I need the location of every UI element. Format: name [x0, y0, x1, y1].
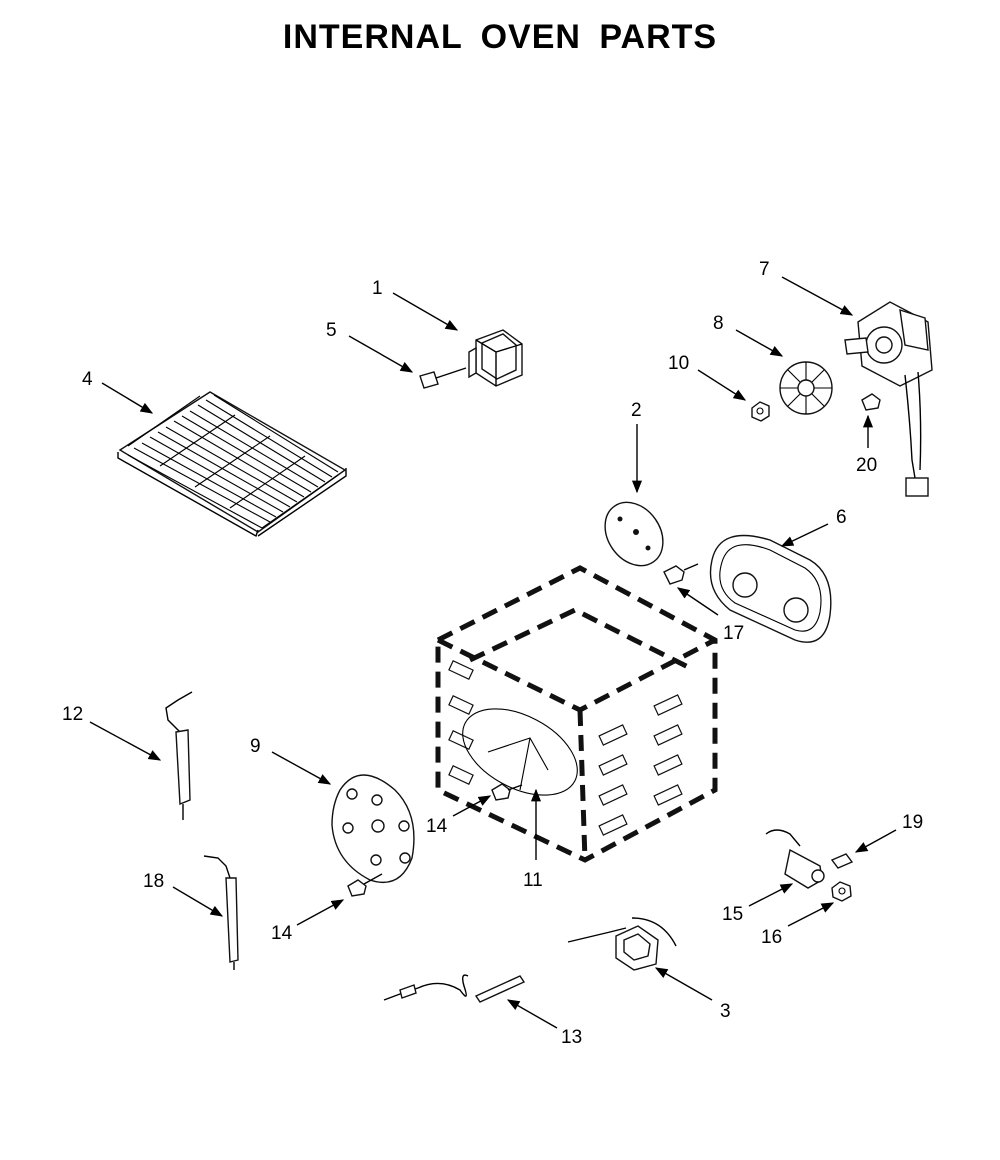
- nut-part-10: [751, 401, 770, 422]
- callout-4: 4: [82, 369, 93, 390]
- callout-labels: 1 2 3 4 5 6 7 8 9 10 11 12 13 14 14 15 1…: [62, 259, 923, 1048]
- bracket-part: [468, 329, 523, 387]
- round-cover-plate: [604, 501, 664, 567]
- convection-fan-blade: [779, 361, 833, 415]
- round-plate-with-holes: [331, 774, 415, 884]
- callout-14-upper: 14: [426, 816, 448, 837]
- nut-part-16: [831, 881, 852, 902]
- heating-element-12: [165, 691, 193, 820]
- oven-cavity: [435, 565, 718, 863]
- component-part-3: [567, 917, 677, 971]
- screw-part-5: [419, 367, 467, 389]
- callout-2: 2: [631, 400, 642, 421]
- callout-16: 16: [761, 927, 782, 948]
- heating-element-18: [203, 855, 239, 970]
- callout-12: 12: [62, 704, 83, 725]
- callout-10: 10: [668, 353, 689, 374]
- convection-motor: [844, 301, 933, 497]
- callout-18: 18: [143, 871, 164, 892]
- sensor-part-15: [765, 829, 825, 889]
- probe-part-13: [383, 974, 526, 1003]
- callout-3: 3: [720, 1001, 731, 1022]
- callout-20: 20: [856, 455, 877, 476]
- screw-part-14-lower: [347, 873, 383, 897]
- callout-5: 5: [326, 320, 337, 341]
- screw-part-14-upper: [491, 783, 523, 801]
- screw-part-19: [830, 853, 854, 869]
- screw-part-20: [861, 393, 881, 411]
- callout-7: 7: [759, 259, 770, 280]
- callout-19: 19: [902, 812, 923, 833]
- callout-1: 1: [372, 278, 383, 299]
- leader-arrows: [89, 276, 897, 1029]
- callout-6: 6: [836, 507, 847, 528]
- callout-15: 15: [722, 904, 743, 925]
- callout-17: 17: [723, 623, 744, 644]
- callout-13: 13: [561, 1027, 582, 1048]
- callout-11: 11: [523, 870, 543, 891]
- diagram-title: INTERNAL OVEN PARTS: [282, 18, 718, 56]
- callout-14-lower: 14: [271, 923, 293, 944]
- screw-part-17: [663, 563, 699, 585]
- oven-rack: [117, 391, 347, 538]
- fan-cover-gasket: [709, 534, 832, 643]
- callout-8: 8: [713, 313, 724, 334]
- callout-9: 9: [250, 736, 261, 757]
